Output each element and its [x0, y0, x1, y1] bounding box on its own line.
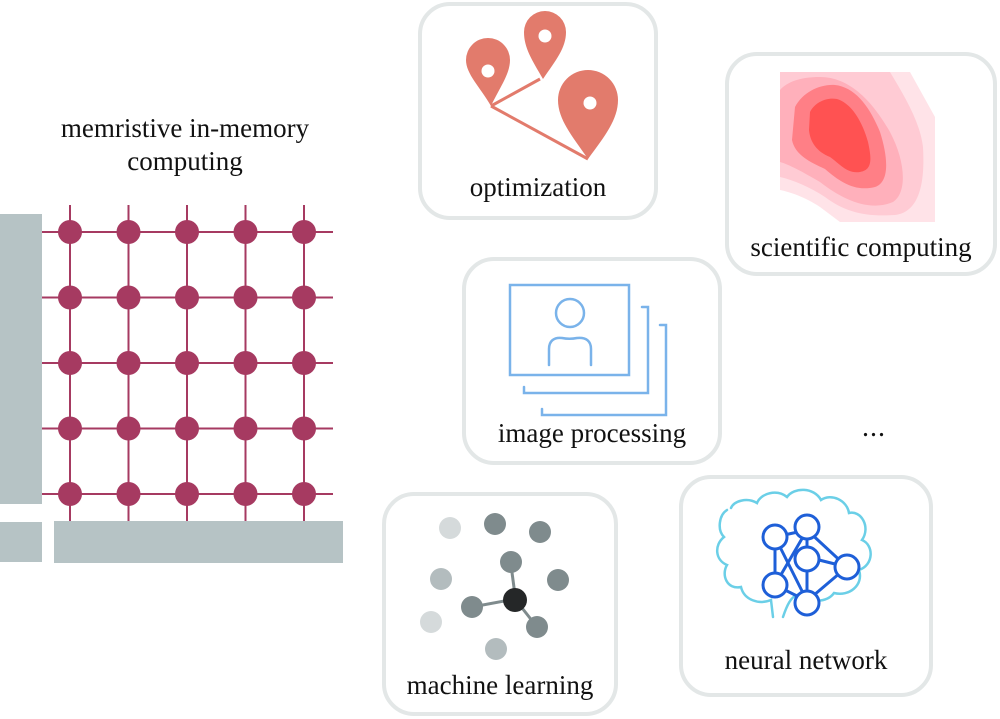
- card-label: optimization: [469, 172, 607, 202]
- card-label: scientific computing: [750, 232, 972, 262]
- card-image-processing: image processing: [462, 257, 722, 465]
- crossbar-array: [0, 205, 343, 563]
- memristor-node: [292, 285, 316, 310]
- memristor-node: [175, 416, 199, 441]
- memristor-node: [116, 220, 141, 244]
- memristor-node: [233, 220, 258, 244]
- memristor-node: [58, 416, 82, 441]
- crossbar-nodes: [58, 220, 316, 506]
- memristor-node: [175, 482, 199, 506]
- node-cluster-icon: [420, 513, 569, 660]
- memristor-node: [116, 416, 141, 441]
- memristor-node: [58, 482, 82, 506]
- card-scientific-computing: scientific computing: [725, 52, 997, 276]
- card-neural-network: neural network: [679, 475, 933, 697]
- image-stack-person-icon: [508, 283, 668, 417]
- memristor-node: [292, 416, 316, 441]
- memristor-node: [233, 285, 258, 310]
- memristor-node: [58, 220, 82, 244]
- card-label: machine learning: [406, 670, 594, 700]
- title-line-1: memristive in-memory: [60, 113, 310, 143]
- bottom-electrode-bar: [54, 521, 343, 563]
- brain-network-icon: [716, 488, 872, 619]
- contour-heatmap-icon: [780, 72, 935, 222]
- memristor-node: [116, 351, 141, 375]
- memristor-node: [175, 285, 199, 310]
- corner-block: [0, 522, 42, 562]
- memristor-node: [58, 351, 82, 375]
- card-label: neural network: [724, 645, 888, 675]
- map-pin-route-icon: [466, 11, 618, 161]
- memristor-node: [233, 416, 258, 441]
- title-line-2: computing: [127, 146, 243, 176]
- card-machine-learning: machine learning: [382, 492, 618, 716]
- more-ellipsis: ...: [862, 412, 886, 443]
- memristor-node: [292, 351, 316, 375]
- memristor-node: [292, 482, 316, 506]
- memristor-node: [175, 220, 199, 244]
- page-title: memristive in-memory computing: [20, 112, 350, 178]
- card-label: image processing: [497, 418, 687, 448]
- card-optimization: optimization: [418, 2, 658, 220]
- left-electrode-bar: [0, 214, 42, 504]
- memristor-node: [233, 482, 258, 506]
- memristor-node: [233, 351, 258, 375]
- memristor-node: [116, 285, 141, 310]
- memristor-node: [292, 220, 316, 244]
- memristor-node: [58, 285, 82, 310]
- memristor-node: [116, 482, 141, 506]
- memristor-node: [175, 351, 199, 375]
